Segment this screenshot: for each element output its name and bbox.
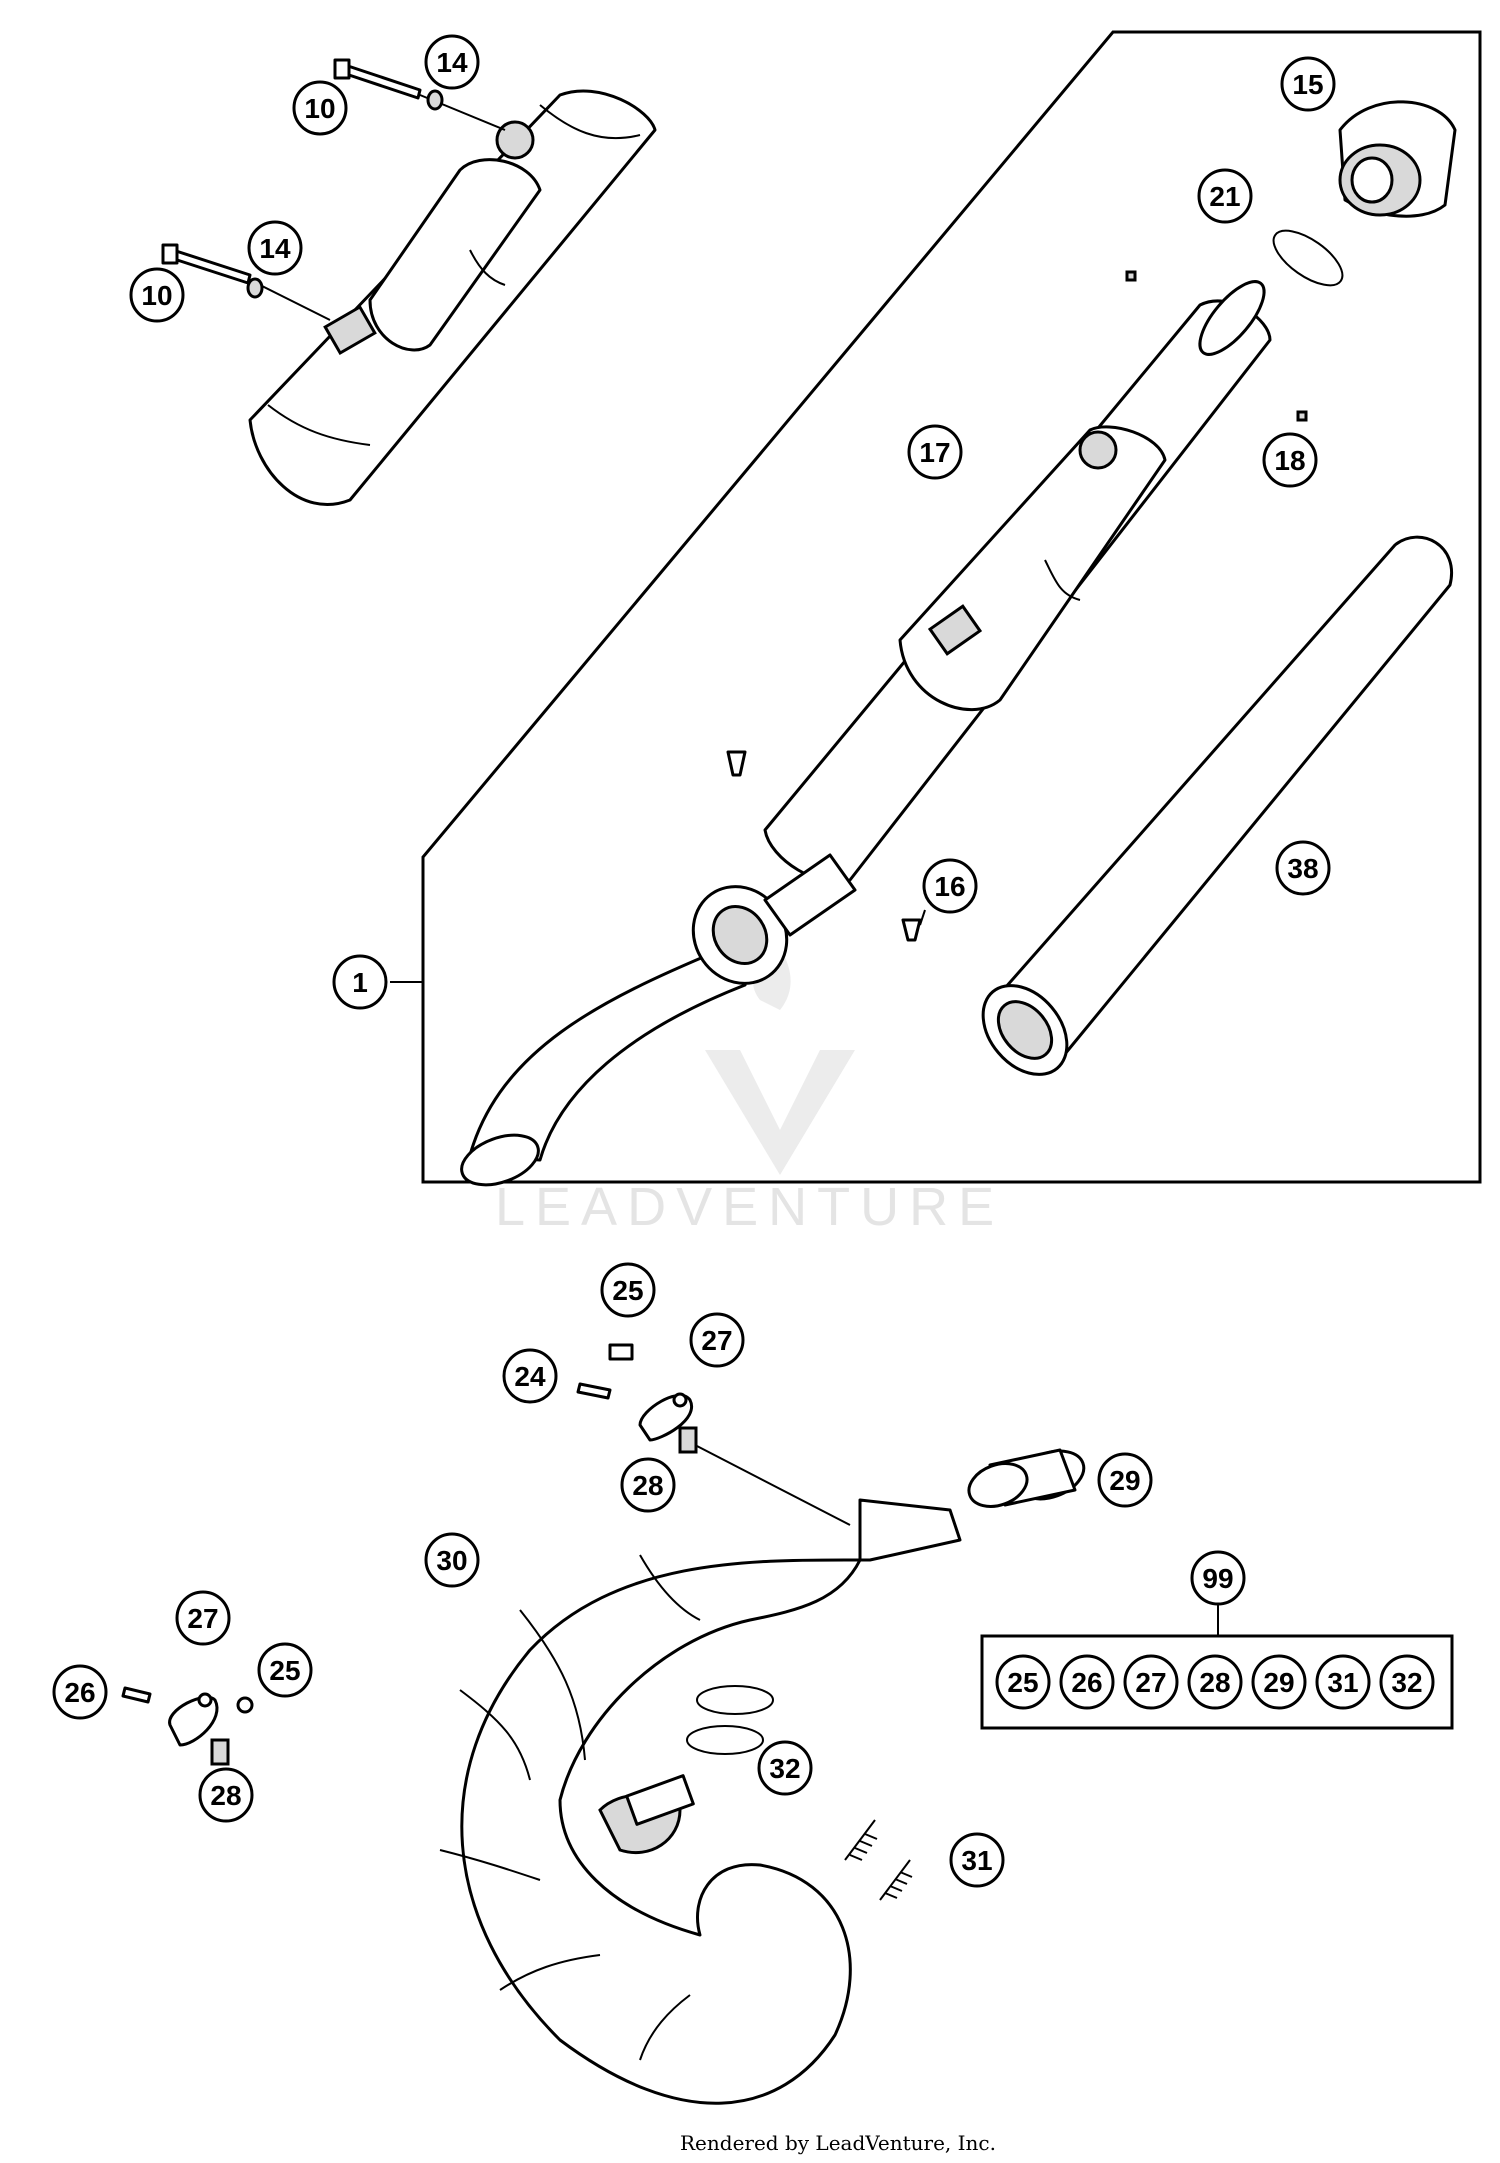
- callout-30: 30: [424, 1532, 480, 1588]
- kit-parts-box: 25 26 27 28 29 31 32: [980, 1634, 1454, 1730]
- svg-text:10: 10: [141, 280, 172, 311]
- callout-25a: 25: [600, 1262, 656, 1318]
- svg-text:28: 28: [210, 1780, 241, 1811]
- rivet-part-2: [1296, 410, 1308, 422]
- svg-text:27: 27: [187, 1603, 218, 1634]
- bolt-upper-part: [333, 58, 422, 100]
- svg-text:25: 25: [612, 1275, 643, 1306]
- svg-text:29: 29: [1263, 1667, 1294, 1698]
- screw-upper-part: [726, 750, 747, 777]
- washer-lower-part: [246, 277, 264, 299]
- bolt-lower-part: [161, 243, 252, 285]
- gasket-part: [696, 1685, 774, 1715]
- callout-14b: 14: [247, 220, 303, 276]
- svg-text:29: 29: [1109, 1465, 1140, 1496]
- svg-text:25: 25: [1007, 1667, 1038, 1698]
- svg-text:32: 32: [1391, 1667, 1422, 1698]
- svg-text:25: 25: [269, 1655, 300, 1686]
- svg-text:28: 28: [632, 1470, 663, 1501]
- callout-27b: 27: [175, 1590, 231, 1646]
- muffler-detail-part: [248, 89, 657, 506]
- svg-text:32: 32: [769, 1753, 800, 1784]
- callout-16: 16: [922, 858, 978, 914]
- footer-credit: Rendered by LeadVenture, Inc.: [680, 2131, 996, 2155]
- spring-part: [844, 1819, 913, 1901]
- svg-text:21: 21: [1209, 181, 1240, 212]
- callout-17: 17: [907, 424, 963, 480]
- callout-99: 99: [1190, 1550, 1246, 1606]
- silencer-packing-part: [981, 535, 1454, 1076]
- rivet-part: [1125, 270, 1137, 282]
- svg-text:31: 31: [1327, 1667, 1358, 1698]
- screw-16-part: [901, 918, 922, 942]
- callout-28b: 28: [198, 1767, 254, 1823]
- callout-24: 24: [502, 1348, 558, 1404]
- silencer-assembly-frame: [421, 30, 1482, 1184]
- svg-text:16: 16: [934, 871, 965, 902]
- o-ring-part: [1272, 229, 1344, 287]
- kit-item-26: 26: [1059, 1654, 1115, 1710]
- exhaust-pipe-part: [439, 1498, 962, 2105]
- leadventure-watermark: LEADVENTURE: [495, 930, 1004, 1237]
- washer-upper-part: [426, 89, 444, 111]
- callout-28a: 28: [620, 1457, 676, 1513]
- callout-26: 26: [52, 1664, 108, 1720]
- callout-10a: 10: [292, 80, 348, 136]
- svg-text:14: 14: [259, 233, 291, 264]
- mounting-bracket-upper-part: [608, 1343, 694, 1442]
- svg-text:14: 14: [436, 47, 468, 78]
- kit-item-28: 28: [1187, 1654, 1243, 1710]
- exhaust-sleeve-part: [967, 1448, 1086, 1508]
- callout-21: 21: [1197, 168, 1253, 224]
- kit-item-31: 31: [1315, 1654, 1371, 1710]
- bolt-26-part: [121, 1686, 152, 1704]
- callout-27a: 27: [689, 1312, 745, 1368]
- end-cap-part: [1338, 100, 1457, 218]
- muffler-body-part: [763, 280, 1272, 884]
- svg-text:17: 17: [919, 437, 950, 468]
- svg-text:31: 31: [961, 1845, 992, 1876]
- callout-38: 38: [1275, 840, 1331, 896]
- callout-15: 15: [1280, 56, 1336, 112]
- callout-25b: 25: [257, 1642, 313, 1698]
- svg-text:24: 24: [514, 1361, 546, 1392]
- mounting-bracket-lower-part: [168, 1692, 230, 1766]
- callout-10b: 10: [129, 267, 185, 323]
- callout-31: 31: [949, 1832, 1005, 1888]
- silencer-core-part: [460, 853, 857, 1187]
- kit-item-25: 25: [995, 1654, 1051, 1710]
- svg-text:10: 10: [304, 93, 335, 124]
- svg-text:30: 30: [436, 1545, 467, 1576]
- kit-item-27: 27: [1123, 1654, 1179, 1710]
- callout-14a: 14: [424, 34, 480, 90]
- callout-18: 18: [1262, 432, 1318, 488]
- svg-text:99: 99: [1202, 1563, 1233, 1594]
- svg-text:26: 26: [1071, 1667, 1102, 1698]
- svg-text:15: 15: [1292, 69, 1323, 100]
- svg-text:18: 18: [1274, 445, 1305, 476]
- callout-32: 32: [757, 1740, 813, 1796]
- kit-item-29: 29: [1251, 1654, 1307, 1710]
- bolt-24-part: [576, 1382, 612, 1400]
- callout-29: 29: [1097, 1452, 1153, 1508]
- svg-text:26: 26: [64, 1677, 95, 1708]
- svg-text:27: 27: [1135, 1667, 1166, 1698]
- nut-25-part: [236, 1696, 254, 1714]
- kit-item-32: 32: [1379, 1654, 1435, 1710]
- clip-28-upper-part: [678, 1426, 698, 1454]
- svg-text:1: 1: [352, 967, 368, 998]
- svg-text:28: 28: [1199, 1667, 1230, 1698]
- svg-text:27: 27: [701, 1325, 732, 1356]
- svg-text:38: 38: [1287, 853, 1318, 884]
- callout-1: 1: [332, 954, 388, 1010]
- gasket-part-2: [686, 1725, 764, 1755]
- watermark-text: LEADVENTURE: [495, 1177, 1004, 1237]
